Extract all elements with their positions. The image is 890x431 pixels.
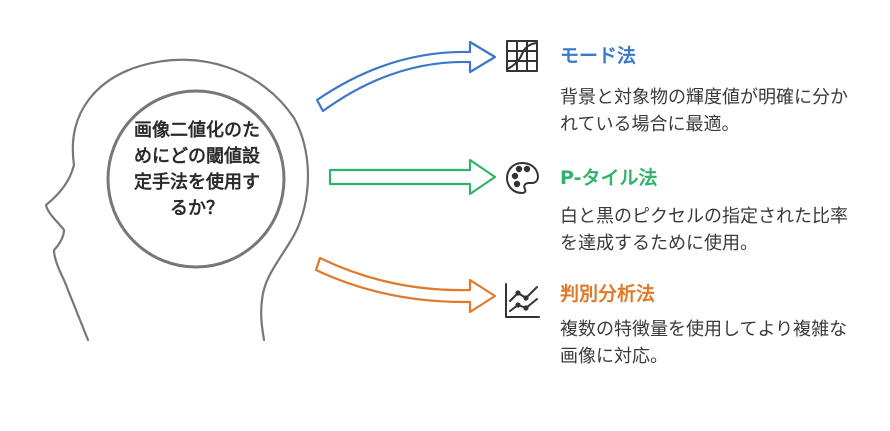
head-outline xyxy=(44,58,310,342)
method-desc-discriminant: 複数の特徴量を使用してより複雑な画像に対応。 xyxy=(560,319,848,367)
scatter-chart-icon xyxy=(505,283,540,318)
palette-icon xyxy=(506,162,539,194)
brain-circle xyxy=(106,89,286,269)
question-line: 画像二値化のた xyxy=(134,120,260,141)
arrow-mode xyxy=(315,40,497,113)
arrow-ptile xyxy=(328,158,497,196)
question-line: るか？ xyxy=(170,198,224,219)
method-desc-mode: 背景と対象物の輝度値が明確に分かれている場合に最適。 xyxy=(560,87,848,135)
method-title-mode: モード法 xyxy=(560,45,637,67)
method-desc-ptile: 白と黒のピクセルの指定された比率を達成するために使用。 xyxy=(560,206,848,254)
arrow-discriminant xyxy=(314,256,497,314)
central-question: 画像二値化のた めにどの閾値設 定手法を使用す るか？ xyxy=(112,118,282,222)
question-line: めにどの閾値設 xyxy=(134,146,260,167)
method-title-ptile: P-タイル法 xyxy=(560,167,658,189)
method-title-discriminant: 判別分析法 xyxy=(560,283,656,305)
question-line: 定手法を使用す xyxy=(134,172,260,193)
grid-chart-icon xyxy=(506,40,538,72)
